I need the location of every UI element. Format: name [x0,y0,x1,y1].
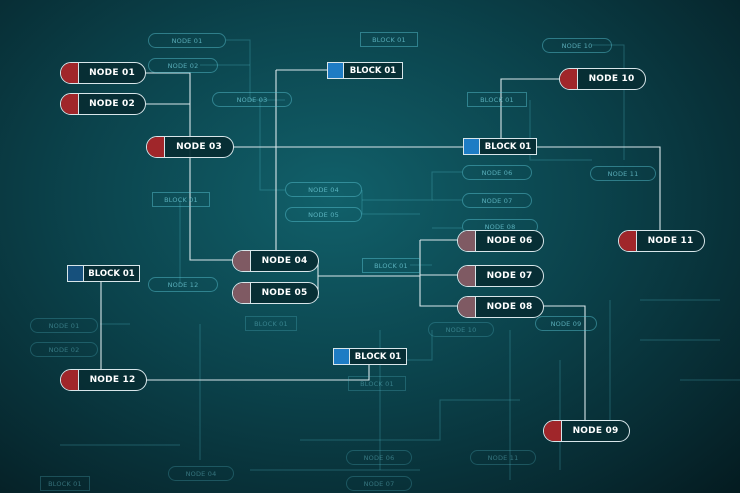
node-label: NODE 09 [572,426,619,436]
node-cap [147,137,165,157]
node-label: NODE 02 [89,99,135,109]
node-11[interactable]: NODE 11 [618,230,705,252]
node-01[interactable]: NODE 01 [60,62,146,84]
block-square [328,63,344,78]
node-cap [458,266,476,286]
node-cap [560,69,578,89]
block-square [334,349,350,364]
node-06[interactable]: NODE 06 [457,230,544,252]
node-07[interactable]: NODE 07 [457,265,544,287]
block-square [68,266,84,281]
node-05[interactable]: NODE 05 [232,282,319,304]
node-label: NODE 12 [89,375,136,385]
bg-block-label-faint: BLOCK 01 [348,376,406,391]
node-label: NODE 04 [261,256,308,266]
node-03[interactable]: NODE 03 [146,136,234,158]
node-cap [544,421,562,441]
bg-node-11-label-faint: NODE 11 [470,450,536,465]
node-cap [233,283,251,303]
bg-node-05-label: NODE 05 [285,207,362,222]
bg-node-09-label: NODE 09 [535,316,597,331]
node-label: NODE 03 [176,142,222,152]
node-12[interactable]: NODE 12 [60,369,147,391]
node-09[interactable]: NODE 09 [543,420,630,442]
bg-node-04-label-faint: NODE 04 [168,466,234,481]
node-cap [458,231,476,251]
node-label: NODE 10 [588,74,635,84]
block-label: BLOCK 01 [354,351,402,362]
bg-block-label: BLOCK 01 [152,192,210,207]
bg-node-07-label: NODE 07 [462,193,532,208]
bg-block-label-faint: BLOCK 01 [245,316,297,331]
bg-node-10-label-faint: NODE 10 [428,322,494,337]
bg-node-10-label: NODE 10 [542,38,612,53]
node-cap [61,94,79,114]
bg-node-01-label-faint: NODE 01 [30,318,98,333]
node-label: NODE 11 [647,236,694,246]
node-cap [619,231,637,251]
main-connections [100,69,661,422]
block-square [464,139,480,154]
node-04[interactable]: NODE 04 [232,250,319,272]
bg-node-02-label-faint: NODE 02 [30,342,98,357]
bg-block-label: BLOCK 01 [362,258,420,273]
bg-node-06-label-faint: NODE 06 [346,450,412,465]
bg-node-01-label: NODE 01 [148,33,226,48]
bg-node-12-label: NODE 12 [148,277,218,292]
bg-node-03-label: NODE 03 [212,92,292,107]
block-01-left[interactable]: BLOCK 01 [67,265,140,282]
node-cap [61,63,79,83]
block-01-right[interactable]: BLOCK 01 [463,138,537,155]
bg-node-06-label: NODE 06 [462,165,532,180]
node-cap [233,251,251,271]
node-10[interactable]: NODE 10 [559,68,646,90]
bg-node-07-label-faint: NODE 07 [346,476,412,491]
block-01-top[interactable]: BLOCK 01 [327,62,403,79]
bg-block-label: BLOCK 01 [360,32,418,47]
node-02[interactable]: NODE 02 [60,93,146,115]
node-08[interactable]: NODE 08 [457,296,544,318]
block-label: BLOCK 01 [349,65,397,76]
node-cap [61,370,79,390]
bg-node-11-label: NODE 11 [590,166,656,181]
block-label: BLOCK 01 [88,268,135,279]
node-cap [458,297,476,317]
bg-node-02-label: NODE 02 [148,58,218,73]
node-label: NODE 05 [261,288,308,298]
block-label: BLOCK 01 [484,141,532,152]
node-label: NODE 01 [89,68,135,78]
node-label: NODE 07 [486,271,533,281]
background-traces [60,39,740,480]
bg-node-04-label: NODE 04 [285,182,362,197]
block-01-bottom[interactable]: BLOCK 01 [333,348,407,365]
bg-block-label-faint: BLOCK 01 [40,476,90,491]
bg-block-label: BLOCK 01 [467,92,527,107]
node-label: NODE 06 [486,236,533,246]
node-label: NODE 08 [486,302,533,312]
